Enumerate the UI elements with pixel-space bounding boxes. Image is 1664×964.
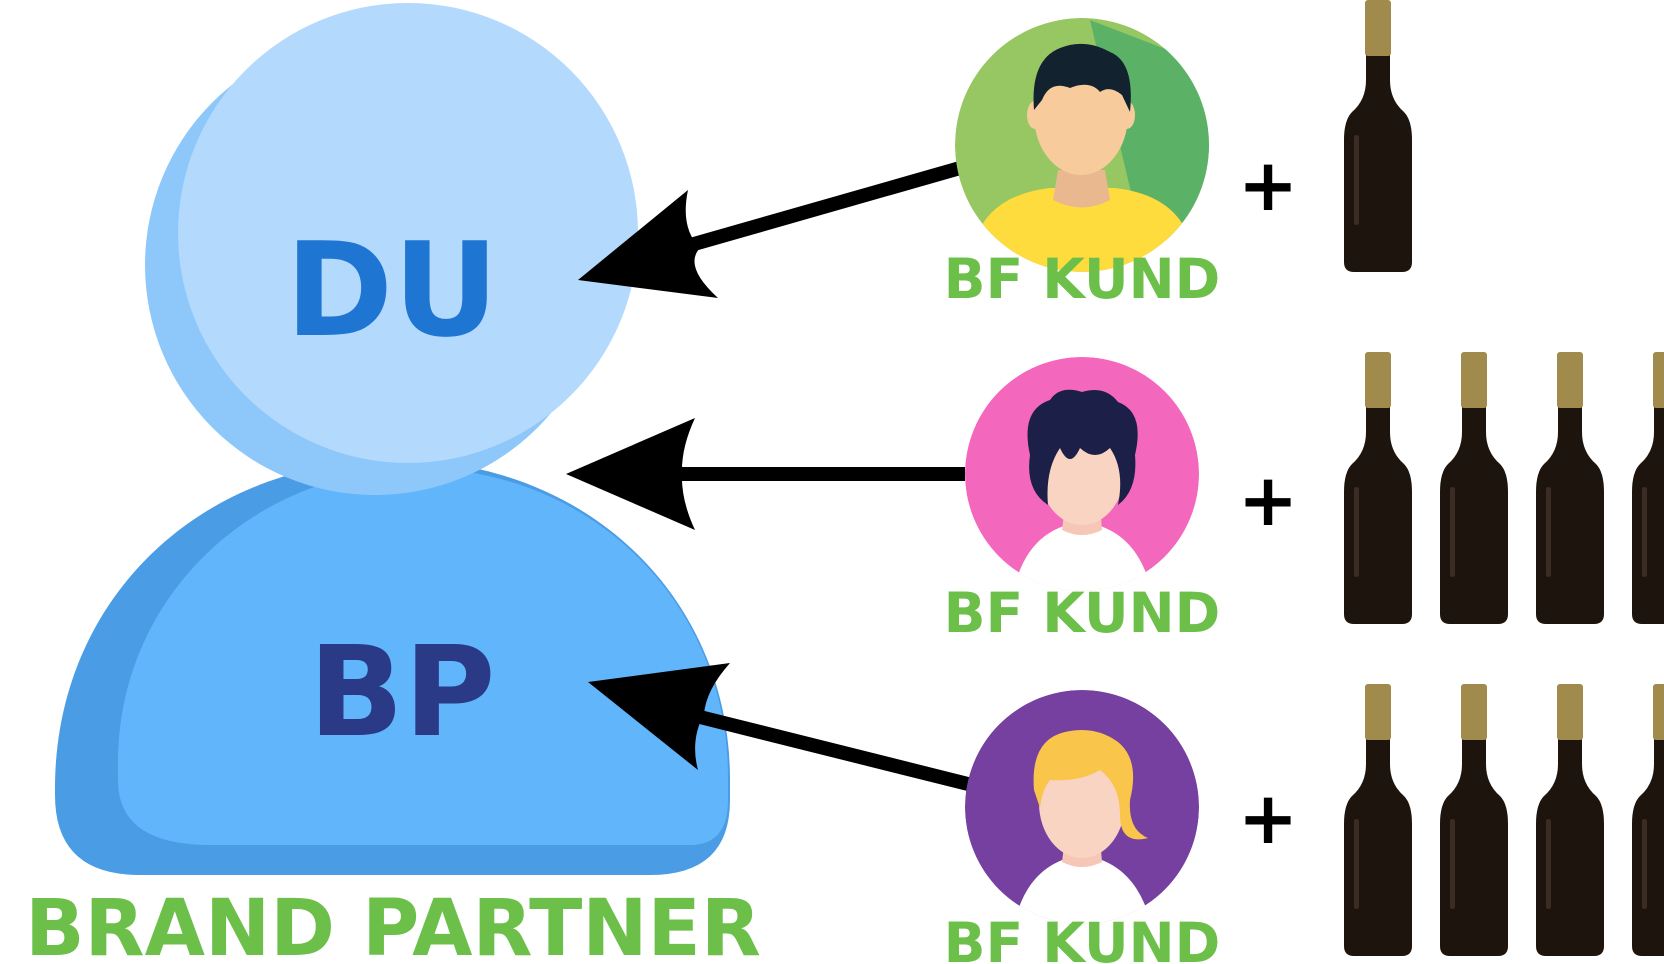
wine-bottle-icon: [1344, 0, 1412, 272]
customer-2: [965, 357, 1199, 591]
woman-pink-avatar-icon: [965, 357, 1199, 591]
du-label: DU: [285, 214, 498, 366]
wine-bottle-icon: [1632, 352, 1664, 624]
wine-bottle-icon: [1344, 352, 1412, 624]
bp-label: BP: [309, 620, 496, 765]
man-green-avatar-icon: [955, 18, 1209, 272]
arrow-middle: [566, 418, 965, 530]
customer-1: [955, 18, 1209, 272]
plus-sign: +: [1238, 458, 1298, 542]
woman-purple-avatar-icon: [965, 690, 1199, 924]
arrows: [566, 161, 974, 792]
plus-sign: +: [1238, 143, 1298, 227]
wine-bottle-icon: [1632, 684, 1664, 956]
wine-bottle-icon: [1440, 684, 1508, 956]
wine-bottle-icon: [1536, 684, 1604, 956]
partner-head: [178, 3, 638, 463]
brand-partner-caption: BRAND PARTNER: [25, 884, 761, 964]
arrow-bottom: [588, 663, 974, 792]
plus-sign: +: [1238, 776, 1298, 860]
arrow-top: [578, 161, 962, 298]
partner-body-highlight: [118, 468, 728, 845]
customer-label: BF KUND: [944, 247, 1221, 311]
customer-3: [965, 690, 1199, 924]
wine-bottle-icon: [1536, 352, 1604, 624]
wine-bottle-icon: [1344, 684, 1412, 956]
customer-label: BF KUND: [944, 911, 1221, 964]
wine-bottles: [1344, 0, 1664, 956]
wine-bottle-icon: [1440, 352, 1508, 624]
customer-label: BF KUND: [944, 581, 1221, 645]
brand-partner-figure: DU BP BRAND PARTNER: [25, 3, 761, 964]
